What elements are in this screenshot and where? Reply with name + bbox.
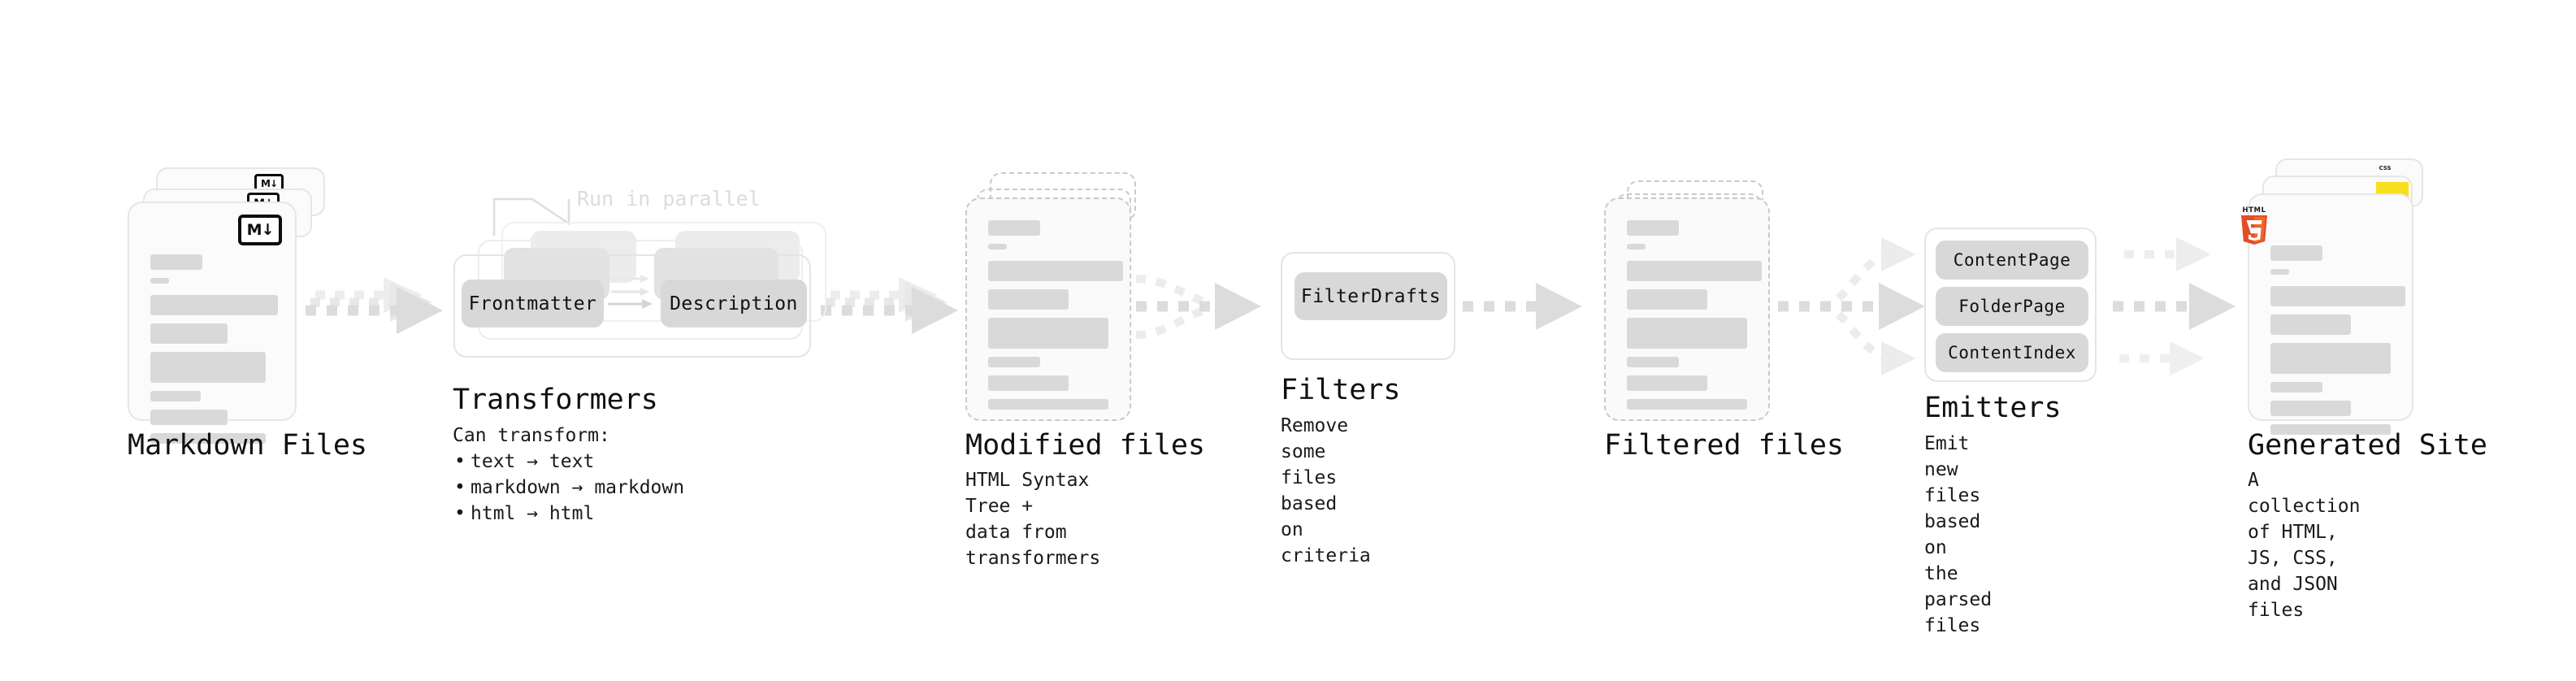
html5-shield-icon: HTML	[2241, 206, 2267, 245]
content-bar	[150, 295, 278, 315]
content-bar	[150, 410, 228, 425]
stage-subtitle-modified-files: HTML Syntax Tree + data from transformer…	[965, 470, 1101, 569]
content-bar	[2270, 286, 2405, 306]
content-bar	[2270, 401, 2351, 416]
arrow-filtered-to-emitters	[1778, 237, 1925, 375]
content-bar	[150, 323, 228, 344]
capability-item: markdown → markdown	[454, 475, 684, 501]
content-bar	[1627, 289, 1707, 310]
filters-panel: FilterDrafts	[1281, 252, 1455, 360]
filtered-card-content	[1627, 220, 1762, 418]
capabilities-header: Can transform:	[453, 425, 610, 446]
arrow-filters-to-filtered	[1463, 283, 1582, 330]
content-bar	[150, 433, 266, 444]
stage-title-filtered-files: Filtered files	[1604, 429, 1845, 462]
run-in-parallel-label: Run in parallel	[577, 187, 761, 210]
content-bar	[150, 352, 266, 383]
content-bar	[1627, 318, 1747, 349]
content-bar	[2270, 424, 2391, 435]
content-bar	[150, 391, 201, 401]
transformer-chip-frontmatter[interactable]: Frontmatter	[462, 280, 604, 327]
content-bar	[150, 278, 169, 284]
content-bar	[1627, 261, 1762, 281]
stage-title-transformers: Transformers	[453, 384, 658, 416]
arrow-modified-to-filters	[1135, 275, 1261, 339]
markdown-card-front: M↓	[128, 202, 297, 444]
stage-subtitle-generated-site: A collection of HTML, JS, CSS, and JSON …	[2248, 470, 2361, 621]
content-bar	[988, 289, 1069, 310]
content-bar	[1627, 357, 1679, 367]
emitter-chip-contentindex[interactable]: ContentIndex	[1936, 333, 2088, 372]
content-bar	[988, 244, 1007, 249]
transformers-panel	[453, 254, 811, 358]
capability-item: html → html	[454, 501, 684, 527]
filtered-card-front	[1604, 197, 1770, 421]
content-bar	[988, 318, 1108, 349]
content-bar	[2270, 245, 2322, 261]
site-card-front: HTML	[2241, 193, 2413, 435]
content-bar	[1627, 220, 1679, 236]
css-wordmark: CSS	[2379, 165, 2392, 171]
arrow-markdown-to-transformers	[306, 277, 443, 334]
content-bar	[988, 399, 1108, 410]
filter-chip-filterdrafts[interactable]: FilterDrafts	[1295, 272, 1447, 320]
transformer-chip-description[interactable]: Description	[661, 280, 807, 327]
content-bar	[1627, 244, 1646, 249]
content-bar	[988, 220, 1040, 236]
stage-title-emitters: Emitters	[1924, 392, 2062, 424]
capability-item: text → text	[454, 449, 684, 475]
arrow-emitters-to-site	[2113, 237, 2236, 375]
content-bar	[988, 375, 1069, 391]
stage-title-modified-files: Modified files	[965, 429, 1206, 462]
content-bar	[988, 357, 1040, 367]
stage-subtitle-filters: Remove some files based on criteria	[1281, 415, 1371, 566]
modified-card-content	[988, 220, 1123, 418]
stage-title-markdown-files: Markdown Files	[128, 429, 368, 462]
emitter-chip-folderpage[interactable]: FolderPage	[1936, 287, 2088, 326]
svg-text:HTML: HTML	[2242, 206, 2266, 215]
content-bar	[1627, 375, 1707, 391]
content-bar	[2270, 382, 2322, 393]
stage-subtitle-emitters: Emit new files based on the parsed files	[1924, 433, 1993, 636]
markdown-card-content	[150, 254, 278, 452]
content-bar	[1627, 399, 1747, 410]
emitters-panel: ContentPage FolderPage ContentIndex	[1924, 228, 2097, 382]
modified-card-front	[965, 197, 1131, 421]
content-bar	[2270, 314, 2351, 335]
stage-title-generated-site: Generated Site	[2248, 429, 2488, 462]
markdown-badge: M↓	[238, 215, 282, 245]
emitter-chip-contentpage[interactable]: ContentPage	[1936, 241, 2088, 280]
site-card-content	[2270, 245, 2405, 443]
content-bar	[2270, 269, 2289, 275]
content-bar	[988, 261, 1123, 281]
arrow-transformers-to-modified	[821, 277, 958, 334]
stage-title-filters: Filters	[1281, 374, 1401, 406]
transformers-capabilities: Can transform: text → text markdown → ma…	[453, 423, 684, 527]
html5-badge: HTML	[2236, 205, 2272, 245]
content-bar	[150, 254, 202, 270]
content-bar	[2270, 343, 2391, 374]
stage-generated-site: CSS HTML	[0, 0, 2487, 621]
